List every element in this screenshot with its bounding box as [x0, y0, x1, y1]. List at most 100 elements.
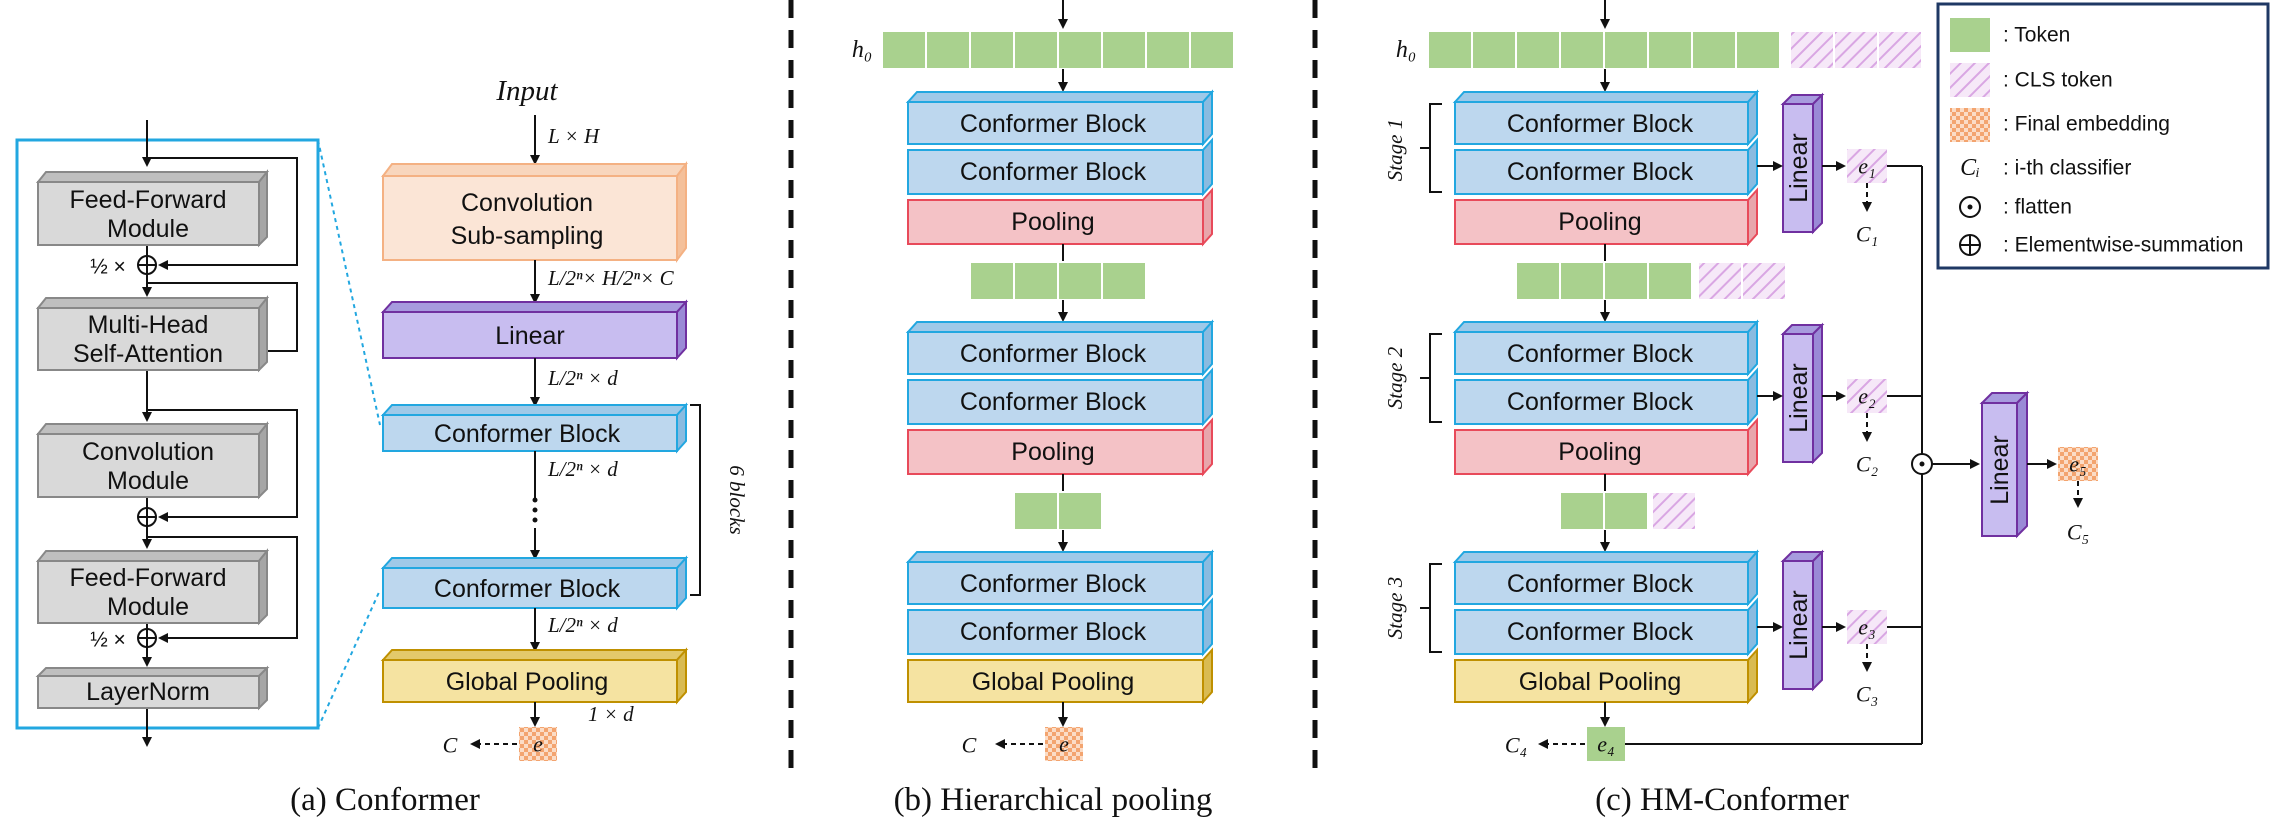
- sum-icon: [137, 255, 157, 275]
- ff-module-1-label-2: Module: [107, 215, 189, 243]
- token-row-c2: [1559, 491, 1697, 531]
- conformer-block-b2-label: Conformer Block: [960, 158, 1147, 186]
- mhsa-label-2: Self-Attention: [73, 340, 223, 368]
- conformer-block-a1: Conformer Block: [380, 402, 689, 454]
- ff-module-2-label-2: Module: [107, 593, 189, 621]
- h0-label-c: h₀: [1396, 37, 1416, 63]
- pooling-label-c1: Pooling: [1558, 208, 1641, 236]
- legend: : Token : CLS token : Final embedding Cᵢ…: [1936, 2, 2270, 270]
- dim-after-blocks: L/2ⁿ × d: [547, 613, 618, 637]
- sum-icon: [137, 507, 157, 527]
- conformer-block-c4-label: Conformer Block: [1507, 388, 1694, 416]
- caption-b: (b) Hierarchical pooling: [894, 782, 1213, 818]
- linear-label-c1: Linear: [1785, 133, 1813, 203]
- conv-subsampling-label-1: Convolution: [461, 189, 593, 217]
- conv-module-box: Convolution Module: [35, 421, 270, 500]
- conformer-column: Input L × H Convolution Sub-sampling L/2…: [380, 75, 749, 761]
- legend-flatten: : flatten: [2003, 196, 2072, 219]
- token-row-c1: [1515, 261, 1787, 301]
- pooling-box-b2: Pooling: [907, 417, 1213, 477]
- legend-flatten-icon: [1959, 196, 1981, 218]
- conformer-block-b4-label: Conformer Block: [960, 388, 1147, 416]
- conformer-block-a2-label: Conformer Block: [434, 575, 621, 603]
- conformer-block-b1-label: Conformer Block: [960, 110, 1147, 138]
- embedding-e2: [1847, 379, 1887, 413]
- caption-a: (a) Conformer: [290, 782, 480, 818]
- conformer-block-b6: Conformer Block: [907, 597, 1213, 657]
- ff-module-2-label-1: Feed-Forward: [70, 564, 227, 592]
- classifier-c2: C₂: [1856, 452, 1879, 477]
- conformer-block-b4: Conformer Block: [907, 367, 1213, 427]
- embedding-e5-label: e₅: [2069, 452, 2086, 477]
- conformer-block-b3-label: Conformer Block: [960, 340, 1147, 368]
- dim-pooled: 1 × d: [588, 702, 634, 726]
- conformer-block-c5-label: Conformer Block: [1507, 570, 1694, 598]
- conformer-block-c6: Conformer Block: [1454, 597, 1758, 657]
- embedding-a-label: e: [533, 732, 543, 757]
- conformer-block-c1: Conformer Block: [1452, 89, 1760, 147]
- pooling-box-c1: Pooling: [1454, 187, 1758, 247]
- linear-box-c3: Linear: [1780, 549, 1825, 692]
- conformer-block-b5: Conformer Block: [905, 549, 1215, 607]
- sum-icon: [137, 628, 157, 648]
- classifier-b: C: [962, 733, 977, 758]
- embedding-e4: [1587, 727, 1625, 761]
- embedding-e5: [2058, 447, 2098, 481]
- legend-cls-swatch: [1950, 63, 1990, 97]
- linear-label-a: Linear: [495, 322, 565, 350]
- classifier-c5: C₅: [2067, 520, 2089, 545]
- ellipsis-icon: [532, 497, 538, 523]
- global-pooling-label-a: Global Pooling: [446, 668, 609, 696]
- global-pooling-box-c: Global Pooling: [1454, 647, 1758, 705]
- pooling-box-c2: Pooling: [1454, 417, 1758, 477]
- conv-subsampling-label-2: Sub-sampling: [451, 222, 604, 250]
- conformer-block-c5: Conformer Block: [1452, 549, 1760, 607]
- dim-input: L × H: [547, 124, 601, 148]
- conv-subsampling-box: Convolution Sub-sampling: [381, 161, 688, 263]
- conformer-block-a2: Conformer Block: [380, 555, 689, 611]
- pooling-box-b1: Pooling: [907, 187, 1213, 247]
- legend-elementwise-sum: : Elementwise-summation: [2003, 234, 2243, 257]
- global-pooling-label-b: Global Pooling: [972, 668, 1135, 696]
- linear-box-c1: Linear: [1780, 92, 1825, 235]
- h0-label-b: h₀: [852, 37, 872, 63]
- legend-token-swatch: [1950, 18, 1990, 52]
- legend-final-embedding: : Final embedding: [2003, 113, 2170, 136]
- classifier-c1: C₁: [1856, 222, 1878, 247]
- half-factor-1: ½ ×: [90, 256, 126, 279]
- flatten-icon: [1911, 453, 1933, 475]
- classifier-c4: C₄: [1505, 733, 1527, 758]
- dim-after-linear: L/2ⁿ × d: [547, 366, 618, 390]
- classifier-a: C: [443, 733, 458, 758]
- embedding-e1-label: e₁: [1858, 154, 1875, 179]
- conformer-block-b6-label: Conformer Block: [960, 618, 1147, 646]
- conformer-block-c1-label: Conformer Block: [1507, 110, 1694, 138]
- linear-label-c-final: Linear: [1986, 435, 2014, 505]
- token-row-b0: [881, 30, 1235, 70]
- six-blocks-label: 6 blocks: [725, 465, 749, 534]
- global-pooling-box-b: Global Pooling: [907, 647, 1213, 705]
- dim-after-subsampling: L/2ⁿ× H/2ⁿ× C: [547, 266, 675, 290]
- legend-sum-icon: [1959, 234, 1981, 256]
- layernorm-box: LayerNorm: [35, 665, 270, 711]
- dim-between-blocks: L/2ⁿ × d: [547, 457, 618, 481]
- legend-classifier: : i-th classifier: [2003, 157, 2131, 180]
- classifier-c3: C₃: [1856, 682, 1878, 707]
- input-label: Input: [495, 75, 558, 107]
- token-row-b2: [1013, 491, 1103, 531]
- embedding-e2-label: e₂: [1858, 384, 1876, 409]
- conformer-block-b3: Conformer Block: [905, 319, 1215, 377]
- legend-cls-token: : CLS token: [2003, 69, 2113, 92]
- embedding-e4-label: e₄: [1597, 732, 1614, 757]
- token-row-b1: [969, 261, 1147, 301]
- pooling-label-b1: Pooling: [1011, 208, 1094, 236]
- linear-box-c2: Linear: [1780, 322, 1825, 465]
- caption-c: (c) HM-Conformer: [1595, 782, 1849, 818]
- legend-token: : Token: [2003, 24, 2070, 47]
- hier-pooling-column: h₀ Conformer Block Conformer Block: [852, 0, 1235, 761]
- conformer-block-b2: Conformer Block: [907, 137, 1213, 197]
- conv-module-label-2: Module: [107, 467, 189, 495]
- linear-box-c-final: Linear: [1979, 390, 2030, 539]
- embedding-e3: [1847, 610, 1887, 644]
